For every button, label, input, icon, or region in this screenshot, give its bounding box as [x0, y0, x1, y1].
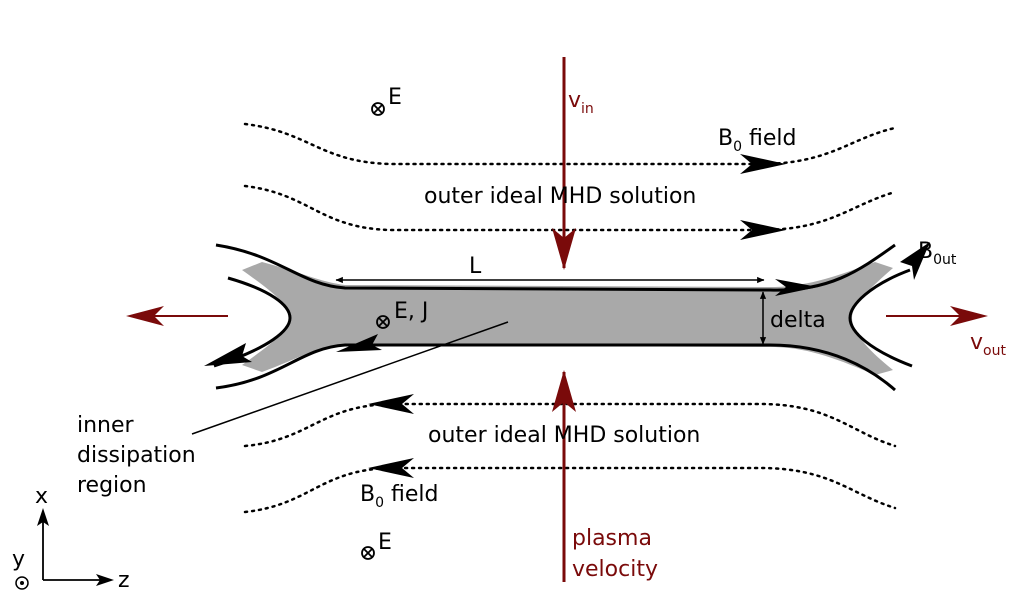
inner-region-leader-line [191, 321, 509, 435]
e-field-into-page-icon-top [371, 102, 385, 116]
z-axis-arrowhead [96, 574, 114, 586]
e-label-top: E [388, 85, 402, 110]
outflow-arrowhead-left [126, 306, 164, 326]
arrowhead-top-right [775, 279, 818, 296]
e-label-bottom: E [378, 530, 392, 555]
b0out-subscript: 0ut [933, 252, 957, 268]
right-cusp-line [848, 268, 913, 368]
e-j-into-page-icon [376, 315, 390, 329]
b0-top-subscript: 0 [733, 139, 742, 155]
x-axis-label: x [35, 484, 48, 509]
b0out-main: B [918, 239, 933, 264]
upper-field-line [215, 243, 896, 292]
inner-region-label-line1: inner [77, 413, 135, 438]
b0-field-label-bottom: B0 field [360, 482, 438, 511]
x-axis-arrowhead [37, 508, 49, 526]
arrowhead-b0out [900, 242, 930, 280]
dotted-field-line-1 [243, 122, 897, 166]
delta-label: delta [770, 308, 826, 333]
y-axis-out-of-page-icon [15, 576, 29, 590]
b0out-label: B0ut [918, 239, 957, 268]
v-out-subscript: out [983, 343, 1006, 359]
inflow-arrowhead-bottom [552, 370, 576, 412]
arrowhead-inner-left [336, 334, 382, 352]
b0-bottom-subscript: 0 [375, 495, 384, 511]
b0-top-suffix: field [742, 126, 796, 151]
arrowhead-dotted-1 [740, 154, 786, 174]
outer-solution-label-top: outer ideal MHD solution [424, 184, 696, 209]
v-in-main: v [568, 88, 581, 113]
outer-solution-label-bottom: outer ideal MHD solution [428, 423, 700, 448]
lower-field-line [215, 343, 896, 392]
v-in-label: vin [568, 88, 594, 117]
b0-bottom-main: B [360, 482, 375, 507]
v-in-subscript: in [581, 101, 594, 117]
b0-bottom-suffix: field [384, 482, 438, 507]
dotted-field-line-2 [243, 184, 897, 232]
z-axis-label: z [118, 568, 130, 593]
inner-region-label-line3: region [77, 473, 147, 498]
plasma-velocity-label-line1: plasma [572, 526, 652, 551]
b0-top-main: B [718, 126, 733, 151]
left-cusp-line [213, 276, 292, 368]
y-axis-label: y [12, 547, 25, 572]
inflow-arrowhead-top [552, 228, 576, 270]
arrowhead-dotted-2 [740, 220, 786, 240]
dotted-field-line-3 [243, 402, 897, 448]
v-out-label: vout [970, 330, 1006, 359]
v-out-main: v [970, 330, 983, 355]
e-j-label: E, J [394, 299, 428, 324]
e-field-into-page-icon-bottom [361, 546, 375, 560]
arrowhead-dotted-4 [368, 458, 414, 478]
inner-region-label-line2: dissipation [77, 443, 196, 468]
arrowhead-dotted-3 [368, 394, 414, 414]
dotted-field-line-4 [243, 466, 897, 514]
length-label: L [469, 254, 482, 279]
b0-field-label-top: B0 field [718, 126, 796, 155]
outflow-arrowhead-right [950, 306, 988, 326]
plasma-velocity-label-line2: velocity [572, 557, 658, 582]
arrowhead-left-cusp [204, 343, 252, 366]
